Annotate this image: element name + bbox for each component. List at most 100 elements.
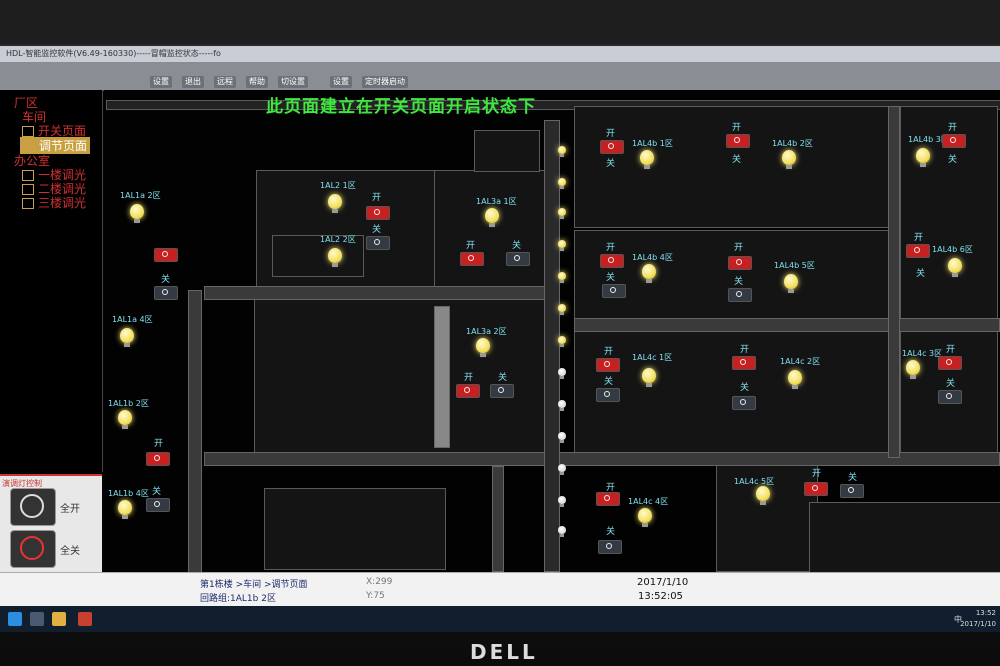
switch-off-button[interactable] — [728, 288, 752, 302]
loop-group: 回路组:1AL1b 2区 — [200, 594, 276, 604]
toolbar-button[interactable]: 设置 — [150, 76, 172, 88]
light-bulb-icon[interactable] — [558, 240, 566, 251]
light-bulb-icon[interactable] — [788, 370, 802, 390]
light-bulb-icon[interactable] — [558, 464, 566, 475]
toolbar-button[interactable]: 定时器启动 — [362, 76, 408, 88]
task-view-icon[interactable] — [30, 612, 44, 626]
zone-label: 1AL4b 1区 — [632, 139, 673, 148]
zone-label: 1AL4c 2区 — [780, 357, 821, 366]
light-bulb-icon[interactable] — [558, 496, 566, 507]
light-bulb-icon[interactable] — [640, 150, 654, 170]
light-bulb-icon[interactable] — [784, 274, 798, 294]
switch-on-button[interactable] — [942, 134, 966, 148]
tree-item[interactable]: 开关页面 — [22, 122, 86, 139]
light-bulb-icon[interactable] — [558, 272, 566, 283]
light-bulb-icon[interactable] — [558, 304, 566, 315]
toolbar-button[interactable]: 设置 — [330, 76, 352, 88]
light-bulb-icon[interactable] — [328, 248, 342, 268]
switch-on-button[interactable] — [938, 356, 962, 370]
light-bulb-icon[interactable] — [642, 264, 656, 284]
light-bulb-icon[interactable] — [638, 508, 652, 528]
folder-icon[interactable] — [52, 612, 66, 626]
switch-off-button[interactable] — [596, 388, 620, 402]
switch-on-button[interactable] — [154, 248, 178, 262]
light-bulb-icon[interactable] — [642, 368, 656, 388]
light-bulb-icon[interactable] — [916, 148, 930, 168]
tree-item[interactable]: 三楼调光 — [22, 194, 86, 211]
light-bulb-icon[interactable] — [476, 338, 490, 358]
light-bulb-icon[interactable] — [130, 204, 144, 224]
toolbar-button[interactable]: 退出 — [182, 76, 204, 88]
tree-item[interactable]: 二楼调光 — [22, 180, 86, 197]
toolbar-button[interactable]: 远程 — [214, 76, 236, 88]
switch-on-button[interactable] — [596, 358, 620, 372]
light-bulb-icon[interactable] — [485, 208, 499, 228]
on-label: 开 — [604, 347, 614, 357]
light-bulb-icon[interactable] — [558, 526, 566, 537]
switch-on-button[interactable] — [804, 482, 828, 496]
switch-on-button[interactable] — [146, 452, 170, 466]
switch-off-button[interactable] — [154, 286, 178, 300]
switch-on-button[interactable] — [600, 254, 624, 268]
tree-item[interactable]: 车间 — [22, 110, 47, 124]
zone-label: 1AL4c 1区 — [632, 353, 673, 362]
switch-on-button[interactable] — [906, 244, 930, 258]
light-bulb-icon[interactable] — [782, 150, 796, 170]
switch-off-button[interactable] — [146, 498, 170, 512]
off-label: 关 — [948, 155, 958, 165]
zone-label: 1AL3a 2区 — [466, 327, 507, 336]
switch-on-button[interactable] — [456, 384, 480, 398]
switch-off-button[interactable] — [732, 396, 756, 410]
light-bulb-icon[interactable] — [558, 432, 566, 443]
light-bulb-icon[interactable] — [118, 410, 132, 430]
light-bulb-icon[interactable] — [558, 336, 566, 347]
light-bulb-icon[interactable] — [756, 486, 770, 506]
switch-on-button[interactable] — [596, 492, 620, 506]
toolbar-button[interactable]: 帮助 — [246, 76, 268, 88]
switch-on-button[interactable] — [366, 206, 390, 220]
start-icon[interactable] — [8, 612, 22, 626]
switch-on-button[interactable] — [460, 252, 484, 266]
switch-off-button[interactable] — [490, 384, 514, 398]
on-label: 开 — [812, 469, 822, 479]
all-on-button[interactable] — [10, 488, 56, 526]
brand-logo: DELL — [470, 640, 538, 664]
light-bulb-icon[interactable] — [118, 500, 132, 520]
switch-on-button[interactable] — [732, 356, 756, 370]
switch-on-button[interactable] — [600, 140, 624, 154]
light-bulb-icon[interactable] — [558, 400, 566, 411]
switch-off-button[interactable] — [366, 236, 390, 250]
light-bulb-icon[interactable] — [558, 178, 566, 189]
tree-item[interactable]: 办公室 — [14, 154, 51, 168]
switch-on-button[interactable] — [728, 256, 752, 270]
light-bulb-icon[interactable] — [558, 208, 566, 219]
light-bulb-icon[interactable] — [558, 146, 566, 157]
switch-off-button[interactable] — [938, 390, 962, 404]
tree-item-active[interactable]: 调节页面 — [20, 137, 91, 154]
light-bulb-icon[interactable] — [906, 360, 920, 380]
light-bulb-icon[interactable] — [328, 194, 342, 214]
control-panel: 演调灯控制 全开 全关 — [0, 474, 102, 576]
zone-label: 1AL1a 4区 — [112, 315, 153, 324]
home-icon — [22, 184, 34, 195]
zone-label: 1AL1b 4区 — [108, 489, 149, 498]
screen: HDL-智能监控软件(V6.49-160330)-----冒帽监控状态-----… — [0, 46, 1000, 632]
app-icon[interactable] — [78, 612, 92, 626]
all-off-button[interactable] — [10, 530, 56, 568]
on-label: 开 — [466, 241, 476, 251]
ime-indicator[interactable]: 中 — [954, 615, 962, 624]
zone-label: 1AL4b 5区 — [774, 261, 815, 270]
switch-off-button[interactable] — [840, 484, 864, 498]
tree-item[interactable]: 一楼调光 — [22, 166, 86, 183]
tree-item[interactable]: 厂区 — [14, 96, 39, 110]
toolbar-button[interactable]: 切设置 — [278, 76, 308, 88]
status-time: 13:52:05 — [638, 591, 683, 602]
light-bulb-icon[interactable] — [120, 328, 134, 348]
light-bulb-icon[interactable] — [948, 258, 962, 278]
switch-off-button[interactable] — [506, 252, 530, 266]
switch-off-button[interactable] — [598, 540, 622, 554]
switch-on-button[interactable] — [726, 134, 750, 148]
light-bulb-icon[interactable] — [558, 368, 566, 379]
off-label: 关 — [604, 377, 614, 387]
switch-off-button[interactable] — [602, 284, 626, 298]
